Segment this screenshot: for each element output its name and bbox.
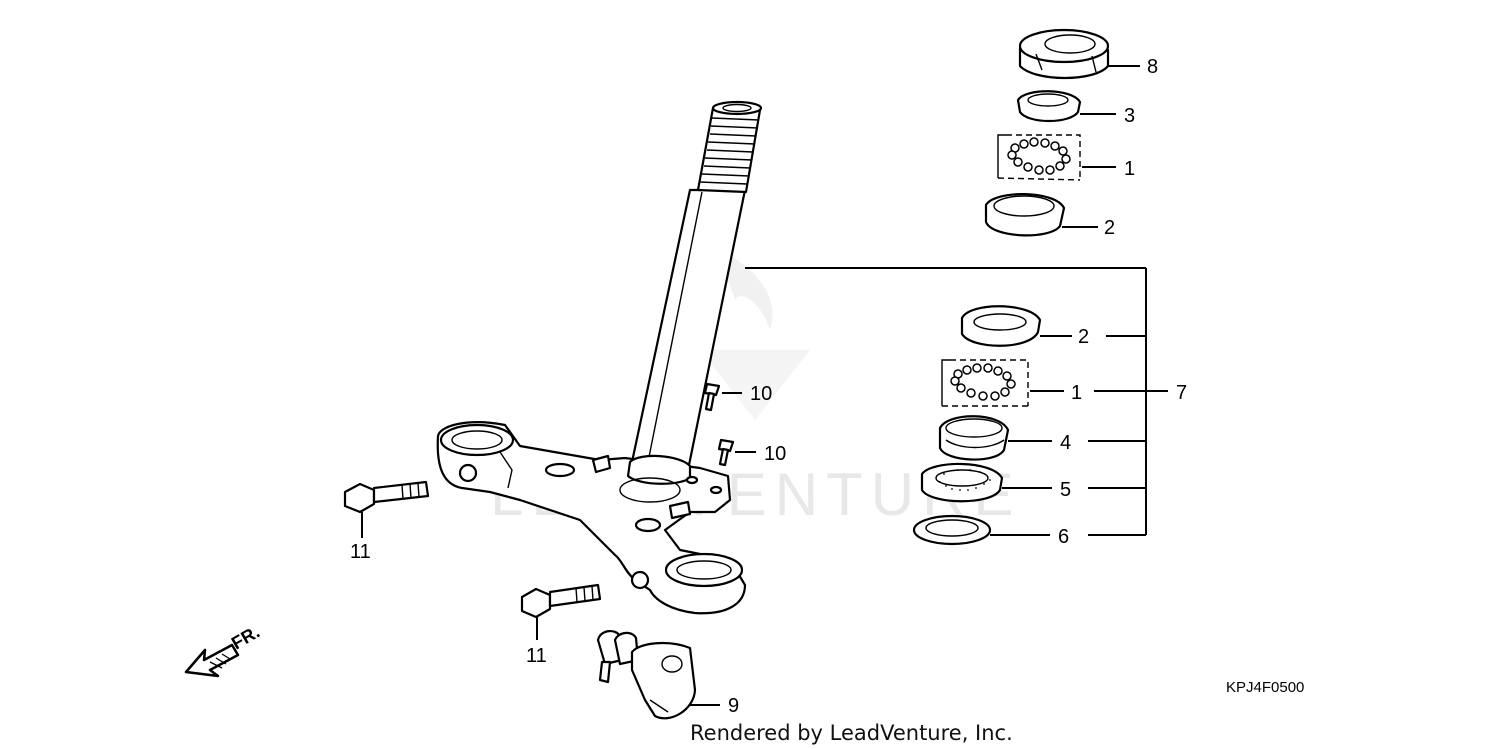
bearing-race-2-top [984,193,1066,237]
top-nut-8 [1018,28,1110,80]
washer-3 [1016,90,1082,122]
bolt-11-b [520,583,602,619]
callout-11-a: 11 [350,541,371,563]
bearing-balls-1-top [997,134,1081,181]
callout-2-top: 2 [1104,217,1115,239]
callout-7: 7 [1176,382,1187,404]
callout-10-b: 10 [764,443,786,465]
callout-10-a: 10 [750,383,772,405]
callout-1-top: 1 [1124,158,1135,180]
dust-seal-5 [920,462,1004,503]
callout-2-mid: 2 [1078,326,1089,348]
bracket-group-7 [745,267,1168,536]
callout-4: 4 [1060,432,1071,454]
bearing-balls-1-mid [941,359,1029,407]
front-direction-arrow [184,643,240,678]
callout-1-mid: 1 [1071,382,1082,404]
watermark-logo [700,250,810,420]
washer-6 [912,514,992,546]
callout-11-b: 11 [526,645,547,667]
callout-3: 3 [1124,105,1135,127]
callout-8: 8 [1147,56,1158,78]
screw-10-a [703,382,721,412]
bearing-race-4 [938,415,1010,461]
bearing-race-2-mid [960,305,1042,347]
steering-stem [436,100,763,615]
bolt-11-a [343,480,430,514]
callout-9: 9 [728,695,739,717]
rendered-by-credit: Rendered by LeadVenture, Inc. [690,721,1013,745]
drawing-code: KPJ4F0500 [1226,679,1304,696]
steering-lock-set [596,630,697,720]
callout-5: 5 [1060,479,1071,501]
screw-10-b [717,438,735,467]
callout-6: 6 [1058,526,1069,548]
